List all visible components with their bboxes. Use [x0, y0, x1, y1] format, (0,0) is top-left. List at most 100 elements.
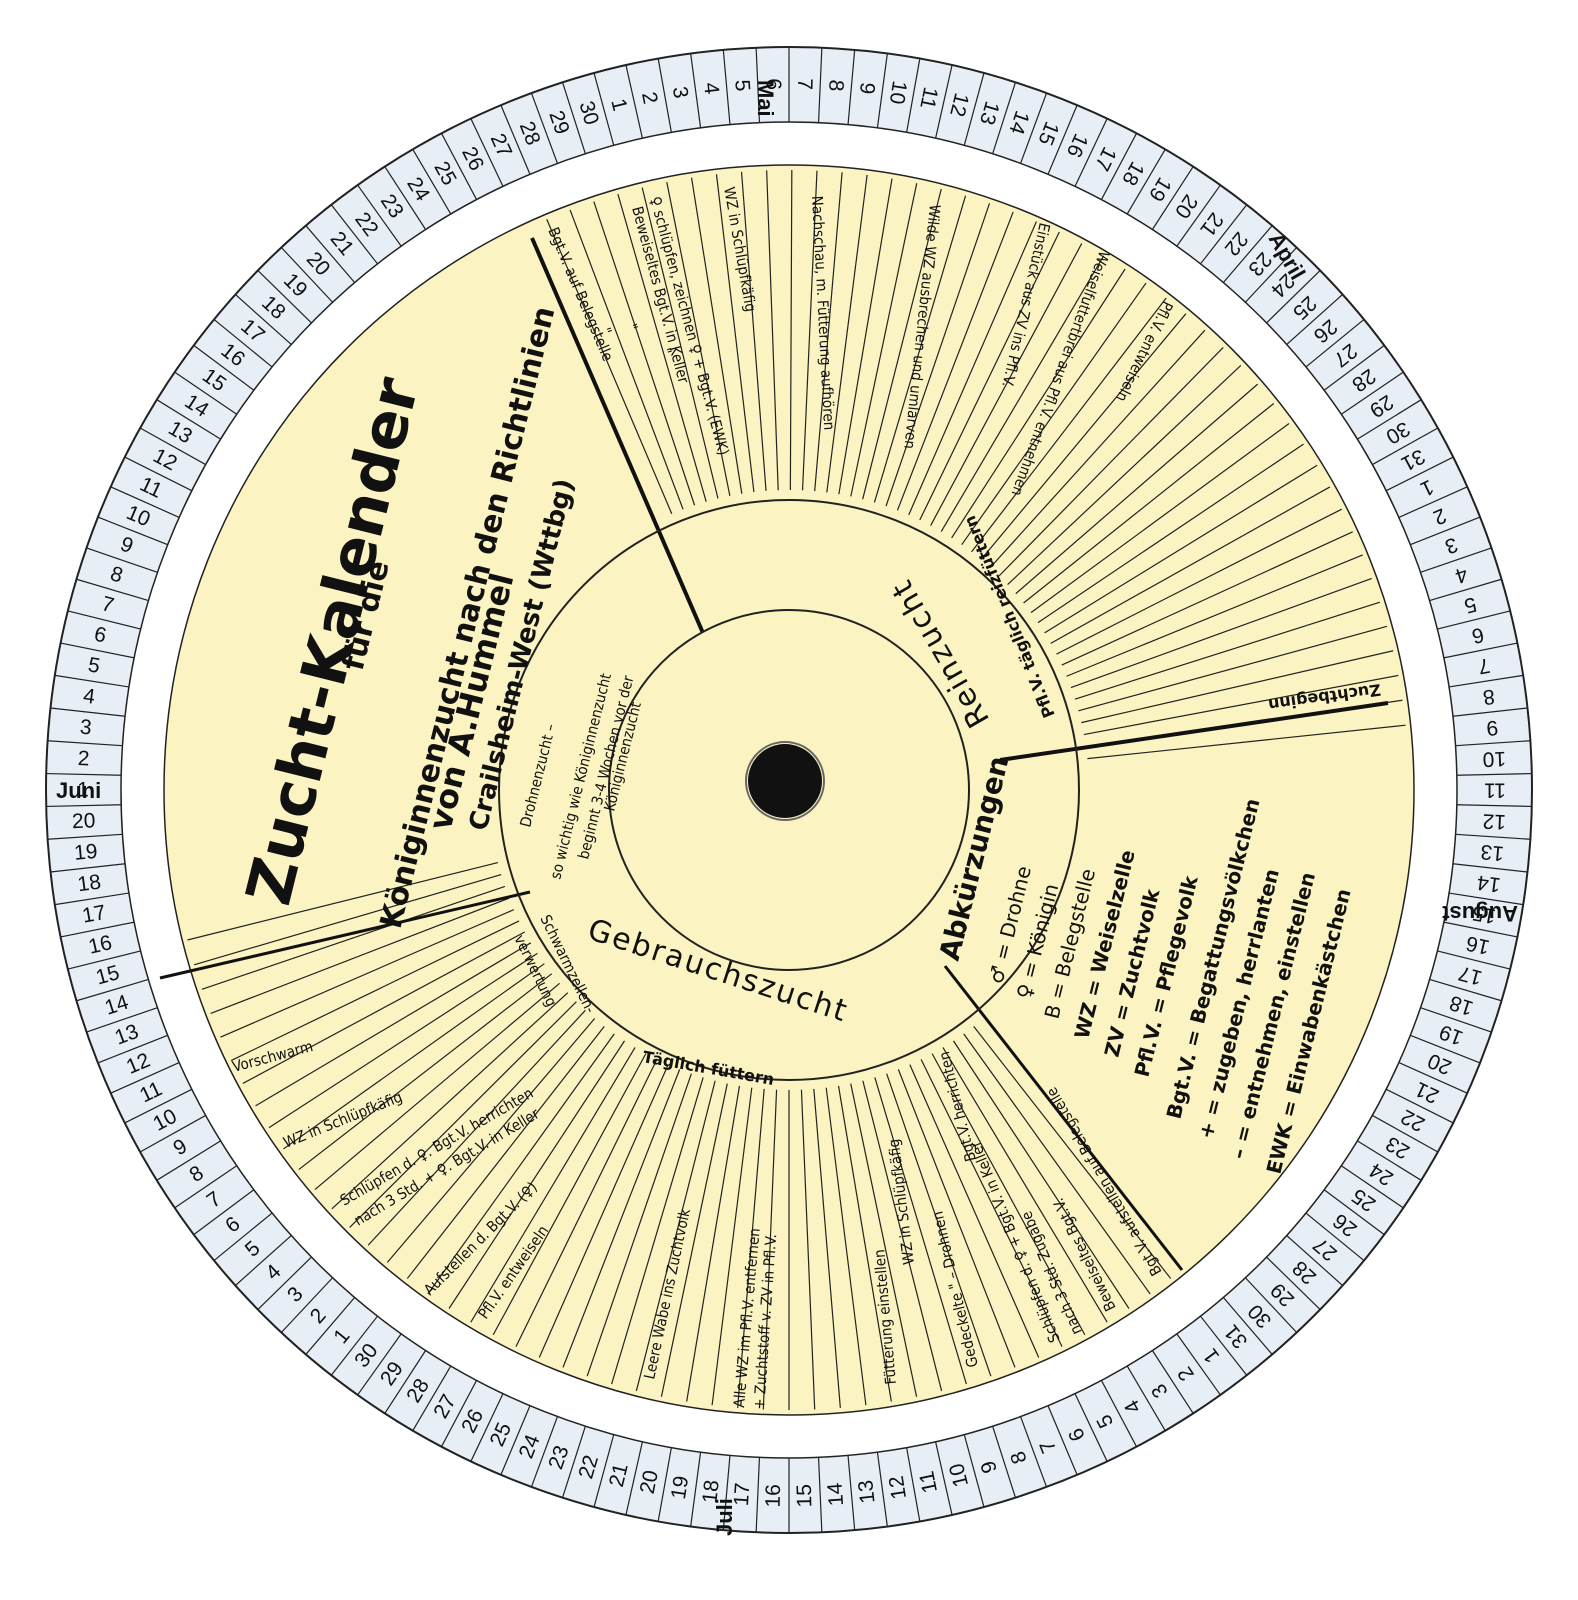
segment-line: [850, 183, 918, 497]
date-tick: [357, 184, 402, 247]
date-tick: [1151, 166, 1194, 230]
segment-line: [230, 920, 520, 1062]
date-tick: [1443, 921, 1518, 938]
segment-line: [187, 861, 499, 941]
date-tick: [1047, 1405, 1078, 1476]
date-tick: [67, 610, 141, 630]
segment-line: [737, 1088, 765, 1408]
date-tick: [234, 294, 292, 345]
date-tick: [1443, 642, 1518, 659]
date-number: 12: [885, 1474, 911, 1501]
segment-line: [1030, 422, 1290, 614]
date-tick: [755, 1457, 761, 1533]
sector-divider-left: [159, 890, 531, 980]
inner-band-ring: [498, 499, 1080, 1081]
segment-line: [1070, 577, 1372, 689]
date-tick: [1323, 344, 1385, 391]
date-tick: [110, 486, 180, 518]
date-tick: [1357, 1140, 1422, 1181]
date-tick: [1074, 1393, 1108, 1462]
date-tick: [67, 950, 141, 970]
date-number: 6: [762, 78, 785, 90]
segment-line: [789, 170, 793, 491]
date-tick: [992, 82, 1017, 154]
date-number: 13: [854, 1479, 879, 1505]
date-number: 20: [72, 809, 96, 833]
segment-line: [896, 211, 1014, 511]
date-number: 19: [667, 1474, 693, 1501]
date-tick: [280, 1277, 334, 1333]
date-tick: [1372, 427, 1439, 466]
date-tick: [440, 1380, 478, 1447]
date-number: 7: [793, 78, 816, 90]
center-hole-rim: [745, 741, 825, 821]
date-tick: [193, 1189, 255, 1236]
segment-line: [298, 973, 553, 1171]
date-number: 8: [1481, 684, 1496, 708]
date-number: 6: [92, 623, 108, 648]
segment-line: [1061, 531, 1353, 666]
segment-line: [660, 1083, 728, 1397]
segment-line: [635, 1080, 716, 1392]
segment-line: [814, 172, 843, 492]
date-tick: [1437, 950, 1511, 970]
date-tick: [1448, 892, 1524, 906]
date-tick: [690, 53, 702, 128]
date-tick: [817, 1457, 823, 1533]
segment-line: [617, 193, 707, 502]
segment-line: [998, 347, 1224, 577]
date-number: 16: [86, 931, 114, 959]
date-tick: [1305, 1212, 1365, 1262]
segment-line: [885, 203, 991, 507]
segment-line: [850, 1083, 918, 1397]
date-tick: [593, 72, 615, 146]
segment-line: [762, 1089, 778, 1410]
date-tick: [193, 344, 255, 391]
date-tick: [847, 1455, 856, 1531]
segment-line: [1023, 403, 1275, 604]
segment-line: [862, 1080, 943, 1392]
date-number: 10: [945, 1461, 973, 1489]
center-hole: [748, 744, 822, 818]
segment-line: [951, 268, 1126, 539]
date-tick: [1448, 674, 1524, 688]
segment-line: [963, 1033, 1151, 1295]
date-number: 11: [1484, 779, 1506, 802]
segment-line: [1050, 486, 1331, 644]
segment-line: [897, 1069, 1016, 1368]
segment-line: [800, 1089, 816, 1410]
instruction-segments: [187, 170, 1406, 1410]
date-tick: [847, 49, 856, 125]
date-number: 9: [1485, 716, 1499, 740]
segment-line: [1078, 625, 1388, 712]
date-tick: [257, 1256, 312, 1310]
date-tick: [1222, 1297, 1273, 1355]
segment-line: [686, 1085, 741, 1402]
date-number: 4: [699, 81, 723, 95]
date-tick: [46, 772, 122, 776]
date-number: 7: [1476, 653, 1492, 678]
date-tick: [76, 978, 149, 1002]
segment-line: [980, 313, 1187, 560]
date-tick: [1429, 978, 1502, 1002]
date-tick: [1437, 610, 1511, 630]
segment-line: [406, 1026, 605, 1279]
month-august: August: [1442, 901, 1518, 926]
date-tick: [1398, 1062, 1468, 1094]
date-tick: [1385, 1088, 1454, 1124]
segment-line: [1015, 383, 1259, 595]
date-tick: [906, 1447, 921, 1522]
month-mai: Mai: [753, 80, 778, 117]
date-number: 2: [637, 90, 662, 106]
sector-divider-bottom: [943, 965, 1184, 1271]
date-tick: [1100, 133, 1138, 200]
segment-line: [942, 1047, 1108, 1323]
date-tick: [470, 118, 504, 187]
segment-line: [961, 282, 1147, 546]
date-tick: [625, 64, 644, 139]
date-tick: [1286, 294, 1344, 345]
reinzucht-step: ": [656, 346, 675, 357]
segment-line: [386, 1018, 596, 1263]
date-number: 19: [73, 840, 98, 865]
date-tick: [1047, 104, 1078, 175]
